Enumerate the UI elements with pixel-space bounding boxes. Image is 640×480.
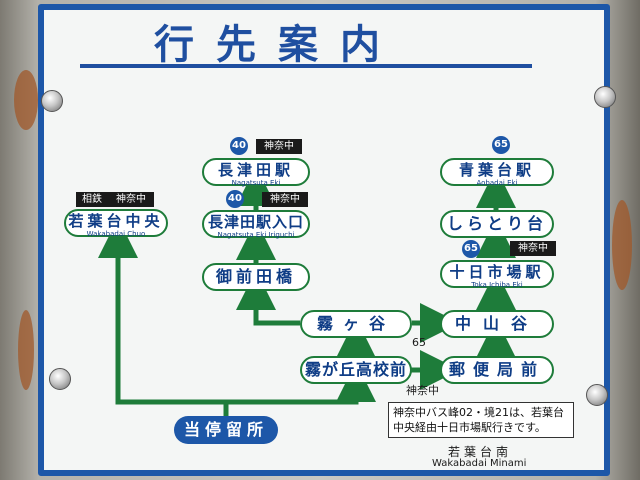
- stop-name-en: Aobadai Eki: [476, 179, 518, 187]
- stop-aobadai-eki: 青葉台駅 Aobadai Eki: [440, 158, 554, 187]
- operator-badge: 相鉄: [76, 192, 108, 207]
- rust-stain: [18, 310, 34, 390]
- route-line-main: [226, 362, 376, 405]
- rust-stain: [612, 200, 632, 290]
- bolt-icon: [49, 368, 71, 390]
- title-underline: [80, 64, 532, 68]
- bolt-icon: [41, 90, 63, 112]
- stop-name-footer: 若葉台南: [448, 445, 513, 459]
- stop-nagatsuta-iriguchi: 長津田駅入口 Nagatsuta Eki Iriguchi: [202, 210, 310, 239]
- stop-name: 若葉台中央: [68, 212, 164, 230]
- stop-name: 長津田駅入口: [207, 213, 304, 231]
- stop-name: 青葉台駅: [458, 161, 535, 179]
- stop-nakayamaya: 中山谷: [440, 310, 554, 338]
- stop-name: しらとり台: [446, 214, 547, 233]
- stop-shiratoridai: しらとり台: [440, 210, 554, 238]
- stop-name-en: Nagatsuta Eki Iriguchi: [217, 231, 295, 239]
- route-note: 神奈中バス峰02・境21は、若葉台中央経由十日市場駅行きです。: [388, 402, 574, 438]
- stop-yubinkyoku-mae: 郵便局前: [440, 356, 554, 384]
- stop-name: 十日市場駅: [449, 263, 545, 281]
- stop-wakabadai-chuo: 若葉台中央 Wakabadai Chuo: [64, 209, 168, 238]
- stop-nagatsuta-eki: 長津田駅 Nagatsuta Eki: [202, 158, 310, 187]
- stop-kirigaya: 霧ヶ谷: [300, 310, 412, 338]
- route-number-badge: 40: [230, 137, 248, 155]
- stop-name-en: Wakabadai Chuo: [86, 230, 146, 238]
- stop-name-en: Toka Ichiba Eki: [471, 281, 523, 289]
- route-number-badge: 65: [462, 240, 480, 258]
- stop-name: 霧が丘高校前: [304, 360, 407, 379]
- operator-badge: 神奈中: [108, 192, 154, 207]
- stop-name: 御前田橋: [215, 267, 296, 286]
- operator-badge: 神奈中: [510, 241, 556, 256]
- stop-tokaichiba-eki: 十日市場駅 Toka Ichiba Eki: [440, 260, 554, 289]
- operator-badge: 神奈中: [262, 192, 308, 207]
- stop-name-footer-en: Wakabadai Minami: [432, 458, 527, 469]
- route-number-badge: 40: [226, 190, 244, 208]
- stop-gozenda-bashi: 御前田橋: [202, 263, 310, 291]
- stop-name: 霧ヶ谷: [316, 314, 395, 333]
- stop-name: 長津田駅: [217, 161, 294, 179]
- route-label-kanachu: 神奈中: [406, 384, 439, 397]
- route-line-wakabadai: [98, 218, 226, 405]
- stop-kirigaoka-koko-mae: 霧が丘高校前: [300, 356, 412, 384]
- current-stop-badge: 当停留所: [174, 416, 278, 444]
- bolt-icon: [594, 86, 616, 108]
- route-number-badge: 65: [492, 136, 510, 154]
- route-line-kirigaya-gozenda: [236, 270, 300, 326]
- stop-name-en: Nagatsuta Eki: [231, 179, 281, 187]
- route-label-65: 65: [412, 336, 426, 349]
- bolt-icon: [586, 384, 608, 406]
- sign-title: 行先案内: [154, 22, 402, 68]
- rust-stain: [14, 70, 38, 130]
- stop-name: 中山谷: [454, 314, 539, 333]
- stop-name: 郵便局前: [448, 360, 545, 379]
- operator-badge: 神奈中: [256, 139, 302, 154]
